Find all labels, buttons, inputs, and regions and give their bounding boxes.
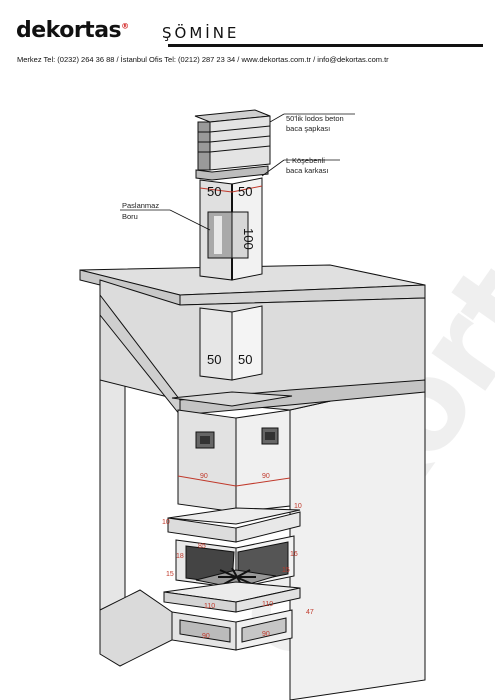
right-wall xyxy=(289,379,426,700)
header-rule xyxy=(168,44,483,47)
frame-callout: L Köşebenli baca karkası xyxy=(261,156,340,177)
dim-hearth-left: 10 xyxy=(162,519,170,526)
dim-plinth-w2: 90 xyxy=(262,631,270,638)
dim-plinth-w: 90 xyxy=(202,633,210,640)
hearth-slab xyxy=(163,581,301,613)
cap-callout: 50'lik lodos beton baca şapkası xyxy=(269,113,355,133)
firebox-lintel xyxy=(167,507,301,543)
dim-lower-w2: 50 xyxy=(238,352,252,367)
dim-base-h: 47 xyxy=(306,609,314,616)
label-cap-1: 50'lik lodos beton xyxy=(286,114,344,123)
dim-hood-w1: 90 xyxy=(200,473,208,480)
plinth xyxy=(171,609,293,651)
dim-upper-w2: 50 xyxy=(238,184,252,199)
brand-name: dekortas xyxy=(16,18,122,43)
label-frame-2: baca karkası xyxy=(286,166,329,175)
dim-lower-w1: 50 xyxy=(207,352,221,367)
dim-opening-r: 16 xyxy=(290,551,298,558)
upper-dim-line-right xyxy=(231,185,263,193)
registered-icon: ® xyxy=(121,21,129,31)
dim-upper-w1: 50 xyxy=(207,184,221,199)
pipe-callout: Paslanmaz Boru xyxy=(120,201,211,231)
label-cap-2: baca şapkası xyxy=(286,124,330,133)
hood-dim-line-right xyxy=(235,477,291,487)
dim-opening-l: 18 xyxy=(176,553,184,560)
dim-hearth-h2: 15 xyxy=(282,567,290,574)
dim-hearth-h1: 15 xyxy=(166,571,174,578)
dim-hood-w2: 90 xyxy=(262,473,270,480)
chimney-cap xyxy=(194,109,271,181)
dim-upper-h: 100 xyxy=(241,228,256,250)
stainless-pipe xyxy=(207,211,249,259)
page-header: dekortas® ŞÖMİNE Merkez Tel: (0232) 264 … xyxy=(0,0,495,70)
label-pipe-1: Paslanmaz xyxy=(122,201,159,210)
lower-chimney xyxy=(199,305,263,381)
upper-dim-line-left xyxy=(199,187,233,193)
flue-hood xyxy=(171,391,293,513)
dim-hearth-depth: 85 xyxy=(198,543,206,550)
contact-line: Merkez Tel: (0232) 264 36 88 / İstanbul … xyxy=(17,55,389,64)
label-frame-1: L Köşebenli xyxy=(286,156,325,165)
fireplace-diagram: dekortas 50 50 100 xyxy=(79,109,495,700)
brand-logo: dekortas® xyxy=(16,18,129,43)
hood-dim-line-left xyxy=(177,475,237,487)
dim-base-w1: 110 xyxy=(204,603,215,610)
brand-subtitle: ŞÖMİNE xyxy=(162,24,240,42)
label-pipe-2: Boru xyxy=(122,212,138,221)
dim-hood-h: 10 xyxy=(294,503,302,510)
floor-step xyxy=(99,589,173,667)
dim-base-w2: 110 xyxy=(262,601,273,608)
